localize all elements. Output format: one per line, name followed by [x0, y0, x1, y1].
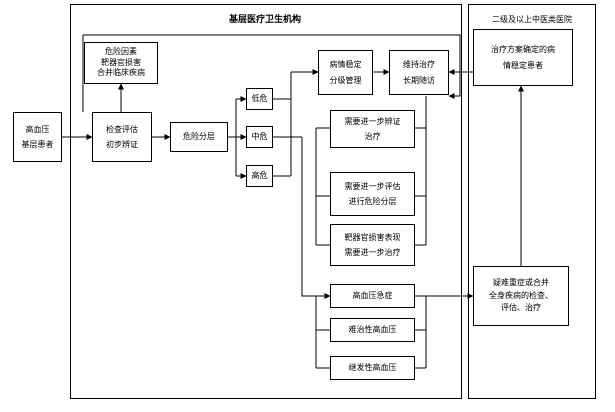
secondary-hospital-region — [468, 4, 596, 399]
node-high-risk: 高危 — [246, 165, 273, 187]
node-risk-factors: 危险因素靶器官损害合并临床疾病 — [84, 42, 158, 84]
node-further-syndrome: 需要进一步辨证治疗 — [330, 110, 415, 148]
node-maintain-followup: 维持治疗长期随访 — [389, 50, 449, 95]
node-hypertension-patient: 高血压基层患者 — [13, 112, 62, 162]
primary-care-region — [70, 4, 462, 399]
node-hypertensive-emergency: 高血压急症 — [330, 284, 415, 308]
node-further-risk-assessment: 需要进一步评估进行危险分层 — [330, 172, 415, 216]
node-target-organ-damage: 靶器官损害表现需要进一步治疗 — [330, 224, 415, 266]
node-low-risk: 低危 — [246, 88, 273, 110]
node-screening: 检查评估初步辨证 — [92, 112, 152, 162]
node-secondary-hypertension: 继发性高血压 — [330, 356, 415, 380]
node-risk-stratification: 危险分层 — [170, 122, 228, 152]
node-stable-treatment-plan: 治疗方案确定的病情稳定患者 — [473, 29, 573, 86]
node-stable-graded-management: 病情稳定分级管理 — [318, 50, 373, 95]
node-difficult-cases: 疑难重症或合并全身疾病的检查、评估、治疗 — [473, 266, 569, 326]
primary-care-title: 基层医疗卫生机构 — [228, 15, 301, 25]
secondary-hospital-title: 二级及以上中医类医院 — [492, 15, 572, 24]
node-mid-risk: 中危 — [246, 126, 273, 148]
node-refractory-hypertension: 难治性高血压 — [330, 318, 415, 342]
